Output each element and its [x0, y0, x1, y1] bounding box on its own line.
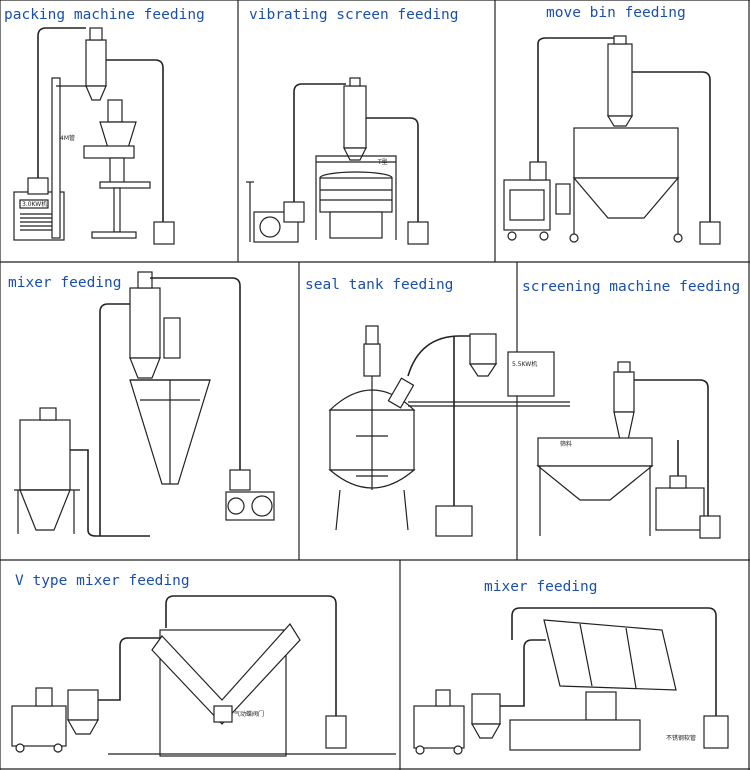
caption-sealtank: seal tank feeding [305, 277, 454, 293]
caption-packing: packing machine feeding [4, 7, 205, 23]
caption-vmixer: V type mixer feeding [15, 573, 190, 589]
caption-mixer2: mixer feeding [484, 579, 598, 595]
vibrating-screen-drawing: T型 [246, 77, 429, 245]
packing-feeder-tag: 3.0KW机 [22, 200, 47, 208]
screen-tag: 筛料 [560, 440, 572, 448]
caption-mixer1: mixer feeding [8, 275, 122, 291]
mixer2-tag: 不锈钢软管 [666, 734, 696, 742]
v-mixer-drawing: 气动蝶阀门 [11, 595, 396, 757]
seal-tank-drawing: 5.5KW机 [328, 325, 570, 537]
vmixer-valve-tag: 气动蝶阀门 [234, 710, 264, 718]
caption-movebin: move bin feeding [546, 5, 686, 21]
move-bin-drawing [503, 35, 721, 245]
mixer2-drawing: 不锈钢软管 [413, 607, 729, 755]
screening-machine-drawing: 筛料 [536, 361, 721, 539]
packing-pipe-tag: 4M管 [60, 134, 75, 142]
caption-screening: screening machine feeding [522, 279, 741, 295]
mixer1-drawing [14, 271, 275, 537]
packing-machine-drawing: 3.0KW机 4M管 [13, 27, 175, 245]
vib-tag: T型 [377, 158, 388, 166]
caption-vibrating: vibrating screen feeding [249, 7, 459, 23]
seal-feeder-tag: 5.5KW机 [512, 360, 537, 368]
